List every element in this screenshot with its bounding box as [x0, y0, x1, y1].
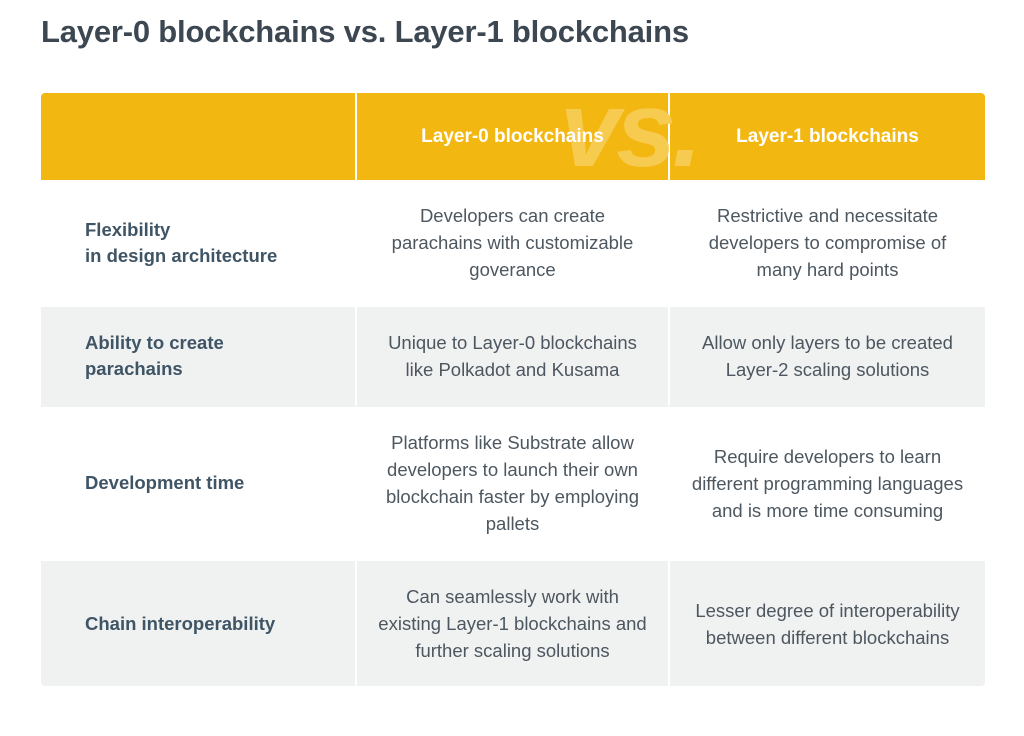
column-header-layer0: Layer-0 blockchains [355, 93, 668, 180]
table-row: Development time Platforms like Substrat… [41, 405, 985, 559]
table-row: Flexibility in design architecture Devel… [41, 180, 985, 305]
page-title: Layer-0 blockchains vs. Layer-1 blockcha… [41, 14, 689, 49]
cell-parachains-layer1: Allow only layers to be created Layer-2 … [668, 305, 985, 405]
table-header-row: Layer-0 blockchains Layer-1 blockchains [41, 93, 985, 180]
cell-interoperability-layer0: Can seamlessly work with existing Layer-… [355, 559, 668, 686]
table-row: Chain interoperability Can seamlessly wo… [41, 559, 985, 686]
table-body: Flexibility in design architecture Devel… [41, 180, 985, 686]
column-header-label [41, 93, 355, 180]
column-header-layer1: Layer-1 blockchains [668, 93, 985, 180]
row-label-ability-to-create-parachains: Ability to create parachains [41, 305, 355, 405]
cell-development-time-layer0: Platforms like Substrate allow developer… [355, 405, 668, 559]
cell-development-time-layer1: Require developers to learn different pr… [668, 405, 985, 559]
cell-interoperability-layer1: Lesser degree of interoperability betwee… [668, 559, 985, 686]
row-label-development-time: Development time [41, 405, 355, 559]
table-row: Ability to create parachains Unique to L… [41, 305, 985, 405]
cell-flexibility-layer0: Developers can create parachains with cu… [355, 180, 668, 305]
cell-parachains-layer0: Unique to Layer-0 blockchains like Polka… [355, 305, 668, 405]
row-label-flexibility: Flexibility in design architecture [41, 180, 355, 305]
comparison-table: Layer-0 blockchains Layer-1 blockchains … [41, 93, 985, 686]
row-label-chain-interoperability: Chain interoperability [41, 559, 355, 686]
table-header: Layer-0 blockchains Layer-1 blockchains [41, 93, 985, 180]
cell-flexibility-layer1: Restrictive and necessitate developers t… [668, 180, 985, 305]
